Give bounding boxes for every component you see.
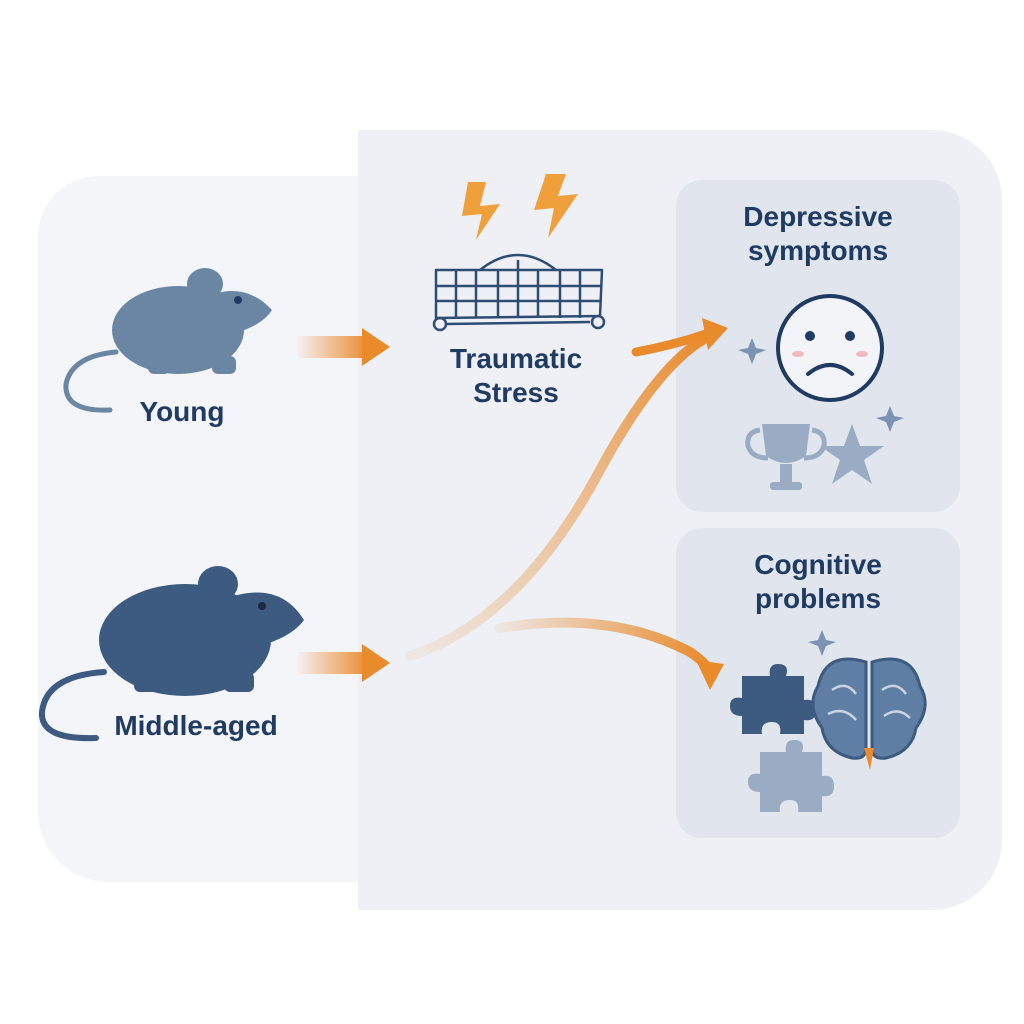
mouse-young-icon (63, 268, 272, 413)
depressive-label: Depressive symptoms (690, 200, 946, 268)
middle-aged-label: Middle-aged (114, 710, 278, 741)
stressor-label: Traumatic Stress (426, 342, 606, 410)
sparkle-icon (738, 338, 904, 656)
young-label: Young (139, 396, 225, 427)
cage-grid-icon (432, 253, 606, 332)
arrow-young-to-stress (298, 328, 390, 366)
cognitive-label-line1: Cognitive (754, 549, 882, 580)
arrow-to-depressive (405, 331, 715, 661)
stressor-label-line1: Traumatic (449, 343, 583, 374)
star-icon (820, 424, 884, 484)
arrow-stress-to-depressive (631, 329, 711, 357)
sad-face-icon (776, 294, 884, 402)
lightning-icon (462, 174, 578, 240)
arrow-to-cognitive (495, 617, 717, 681)
puzzle-icon (730, 664, 834, 812)
mouse-middle-aged-icon (38, 566, 304, 742)
brain-icon (811, 657, 927, 770)
depressive-label-line2: symptoms (747, 235, 889, 266)
stressor-label-line2: Stress (473, 377, 559, 408)
trophy-icon (745, 424, 827, 490)
arrow-middle-to-stress (298, 644, 390, 682)
cognitive-label: Cognitive problems (690, 548, 946, 616)
depressive-label-line1: Depressive (743, 201, 893, 232)
cognitive-label-line2: problems (754, 583, 882, 614)
